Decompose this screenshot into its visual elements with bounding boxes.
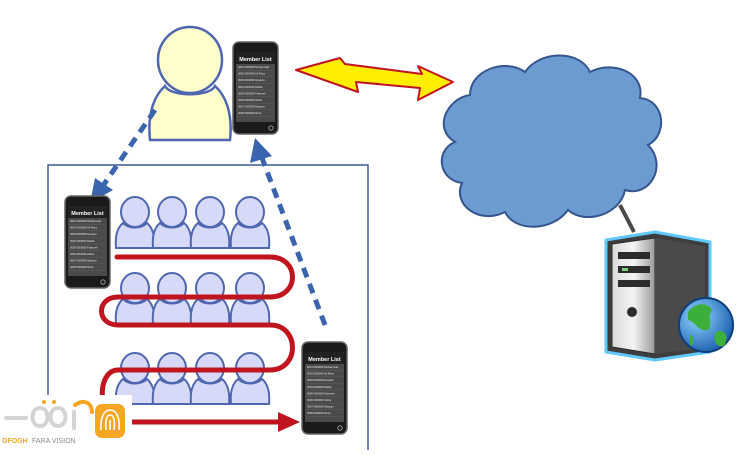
phone-admin: Member List 0001 0000000 Mohammad 0002 000… [232, 41, 279, 135]
phone-list-row: 0008 0000000 Reza [238, 111, 262, 115]
phone-list-row: 0007 0000000 Maryam [307, 405, 334, 409]
ofogh-logo: OFOGH FARA VISION [0, 395, 132, 450]
collection-route-path [99, 254, 295, 425]
dashed-arrowhead-up [250, 138, 272, 163]
member-group-box [47, 164, 369, 455]
phone-list-row: 0005 0000000 Fatemeh [70, 245, 98, 249]
server-tower-icon [604, 230, 712, 362]
phone-list-row: 0003 0000000 Hossein [307, 378, 334, 382]
phone-layer: Member List 0001 0000000 Mohammad 0002 000… [64, 41, 348, 435]
dashed-arrow-admin-to-group [97, 108, 158, 192]
member-person-icon [189, 196, 231, 249]
member-grid [114, 196, 271, 405]
phone-screen-title: Member List [71, 211, 104, 217]
cloud-shape [440, 54, 663, 228]
cloud-server-link [618, 204, 636, 233]
route-arrowhead [278, 412, 300, 432]
phone-list-row: 0001 0000000 Mohammad [238, 65, 270, 69]
phone-list-row: 0002 0000000 Ali Reza [238, 72, 265, 76]
dashed-arrow-group-to-admin [259, 157, 328, 326]
phone-list-row: 0003 0000000 Hossein [238, 78, 265, 82]
phone-list-row: 0007 0000000 Maryam [70, 259, 97, 263]
logo-brand-primary: OFOGH [2, 438, 28, 445]
phone-screen-title: Member List [239, 57, 272, 63]
phone-group-exit: Member List 0001 0000000 Mohammad 0002 000… [301, 341, 348, 435]
member-person-icon [229, 196, 271, 249]
phone-list-row: 0004 0000000 Mahdi [238, 85, 263, 89]
phone-list-row: 0005 0000000 Fatemeh [238, 91, 266, 95]
member-person-icon [151, 352, 193, 405]
admin-person-icon [148, 25, 232, 142]
member-person-icon [189, 352, 231, 405]
phone-list-row: 0006 0000000 Zahra [70, 252, 95, 256]
phone-list-row: 0003 0000000 Hossein [70, 232, 97, 236]
phone-list-row: 0004 0000000 Mahdi [307, 385, 332, 389]
phone-list-row: 0002 0000000 Ali Reza [307, 372, 334, 376]
phone-group-entry: Member List 0001 0000000 Mohammad 0002 000… [64, 195, 111, 289]
phone-list-row: 0006 0000000 Zahra [238, 98, 263, 102]
globe-icon [678, 297, 734, 353]
phone-list-row: 0008 0000000 Reza [307, 411, 331, 415]
lightning-bolt-icon [295, 57, 454, 101]
member-person-icon [151, 196, 193, 249]
phone-list-row: 0008 0000000 Reza [70, 265, 94, 269]
phone-list-row: 0001 0000000 Mohammad [70, 219, 102, 223]
phone-list-row: 0005 0000000 Fatemeh [307, 391, 335, 395]
member-person-icon [229, 352, 271, 405]
phone-list-row: 0001 0000000 Mohammad [307, 365, 339, 369]
member-person-icon [114, 196, 156, 249]
logo-brand-secondary: FARA VISION [32, 438, 76, 445]
phone-list-row: 0007 0000000 Maryam [238, 105, 265, 109]
phone-list-row: 0002 0000000 Ali Reza [70, 226, 97, 230]
logo-arabic-mark [4, 405, 76, 430]
phone-screen-title: Member List [308, 357, 341, 363]
phone-list-row: 0004 0000000 Mahdi [70, 239, 95, 243]
phone-list-row: 0006 0000000 Zahra [307, 398, 332, 402]
